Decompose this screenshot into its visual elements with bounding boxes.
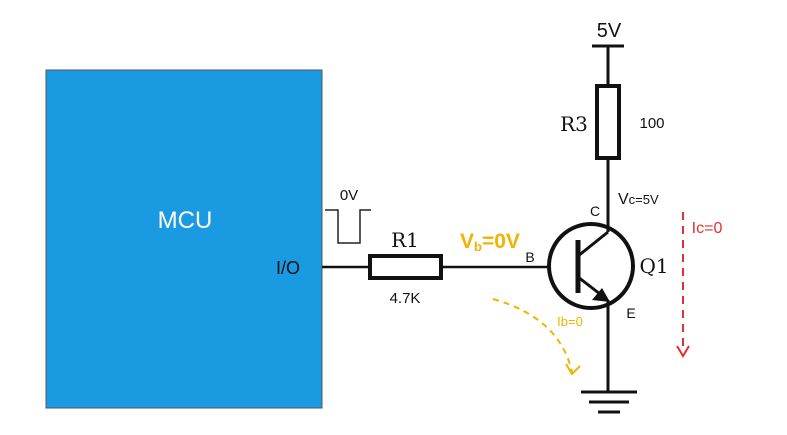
r1-name: R1: [391, 228, 419, 252]
r3-resistor: [595, 84, 621, 160]
ib-current-arrow: [492, 298, 573, 373]
r1-resistor: [368, 254, 443, 280]
q1-emitter-arrow: [592, 288, 610, 302]
ic-arrowhead: [676, 345, 690, 358]
vc-label: Vc=5V: [618, 191, 659, 208]
supply-label: 5V: [597, 20, 622, 42]
pulse-label: 0V: [340, 187, 358, 204]
ib-label: Ib=0: [557, 314, 583, 329]
q1-collector-lead: [577, 230, 609, 258]
mcu-block: [45, 69, 323, 409]
vb-label: Vb=0V: [460, 230, 520, 254]
q1-emitter-label: E: [626, 305, 635, 321]
q1-transistor-body: [547, 222, 635, 310]
q1-name: Q1: [639, 254, 668, 278]
r1-value: 4.7K: [390, 290, 421, 307]
r3-name: R3: [560, 112, 588, 136]
io-pin-label: I/O: [276, 258, 300, 278]
ic-label: Ic=0: [692, 220, 723, 237]
q1-emitter-lead: [577, 275, 601, 296]
mcu-label: MCU: [158, 207, 213, 234]
low-pulse-symbol: [325, 209, 371, 244]
r3-value: 100: [639, 115, 664, 132]
q1-collector-label: C: [590, 203, 600, 219]
q1-base-label: B: [525, 249, 534, 265]
ib-arrowhead: [565, 363, 581, 376]
